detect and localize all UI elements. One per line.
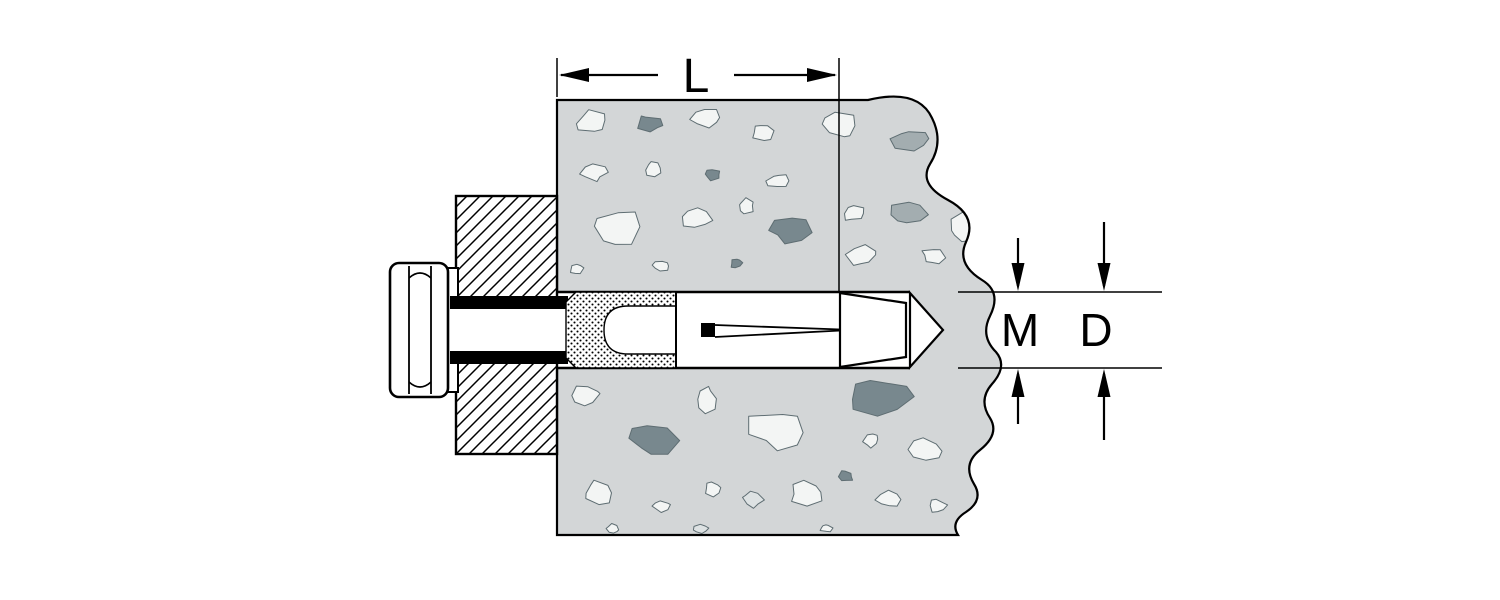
arrowhead-right: [807, 68, 837, 82]
dimension-length: L: [556, 50, 840, 291]
aggregate-stone: [570, 263, 585, 275]
shaft-top-edge: [450, 296, 568, 309]
aggregate-stone: [585, 479, 612, 506]
m-arrowhead-top: [1011, 263, 1025, 291]
aggregate-stone: [605, 523, 620, 534]
shaft-bottom-edge: [450, 351, 568, 364]
aggregate-stone: [689, 109, 721, 129]
aggregate-stone: [752, 125, 775, 141]
dimension-label-length: L: [683, 50, 710, 103]
aggregate-stone: [637, 115, 664, 133]
aggregate-stone: [889, 131, 930, 152]
aggregate-stone: [742, 490, 765, 509]
aggregate-stone: [697, 385, 717, 415]
nut-body: [388, 261, 450, 399]
dimension-label-drill: D: [1079, 304, 1112, 356]
d-arrowhead-top: [1097, 263, 1111, 291]
aggregate-stone: [579, 163, 609, 183]
aggregate-stone: [874, 489, 902, 507]
dimension-label-thread: M: [1001, 304, 1039, 356]
aggregate-stone: [571, 385, 601, 407]
aggregate-stone: [651, 500, 671, 513]
aggregate-stone: [692, 523, 710, 534]
aggregate-stone: [575, 109, 606, 132]
aggregate-stone: [890, 201, 929, 224]
expansion-cone: [838, 290, 945, 370]
aggregate-stone: [645, 161, 662, 178]
dimension-drill: D: [1079, 222, 1113, 440]
anchor-sleeve: [565, 291, 842, 369]
aggregate-stone: [704, 169, 721, 182]
arrowhead-left: [559, 68, 589, 82]
dimension-diameter-lines: [958, 291, 1162, 369]
aggregate-stone: [651, 260, 669, 272]
aggregate-stone: [628, 425, 681, 455]
aggregate-stone: [819, 524, 834, 533]
drill-tip: [908, 290, 945, 370]
aggregate-stone: [765, 174, 790, 187]
aggregate-stones: [570, 109, 974, 534]
concrete-outline: [555, 95, 1003, 537]
m-arrowhead-bottom: [1011, 369, 1025, 397]
aggregate-stone: [705, 481, 722, 498]
aggregate-stone: [844, 244, 877, 266]
aggregate-stone: [748, 414, 804, 452]
aggregate-stone: [739, 197, 754, 215]
aggregate-stone: [938, 115, 959, 141]
cone-body: [838, 291, 908, 369]
thread-relief: [603, 305, 677, 355]
aggregate-stone: [921, 249, 947, 265]
d-arrowhead-bottom: [1097, 369, 1111, 397]
slot-lower-line: [714, 329, 842, 338]
aggregate-stone: [791, 479, 823, 507]
aggregate-stone: [929, 498, 949, 513]
aggregate-stone: [730, 258, 744, 269]
aggregate-stone: [852, 380, 915, 417]
aggregate-stone: [768, 217, 813, 245]
aggregate-stone: [844, 205, 865, 221]
aggregate-stone: [907, 437, 943, 461]
aggregate-stone: [837, 470, 854, 482]
bolt-shaft: [450, 296, 568, 364]
nut-chamfer-bottom: [408, 381, 432, 388]
aggregate-stone: [862, 433, 879, 449]
dimension-thread: M: [1001, 238, 1039, 424]
slot-upper-line: [714, 324, 842, 331]
nut-chamfer-top: [408, 272, 432, 279]
hex-nut: [388, 261, 450, 399]
slot-head: [701, 323, 715, 337]
aggregate-stone: [681, 207, 714, 228]
aggregate-stone: [593, 211, 641, 245]
